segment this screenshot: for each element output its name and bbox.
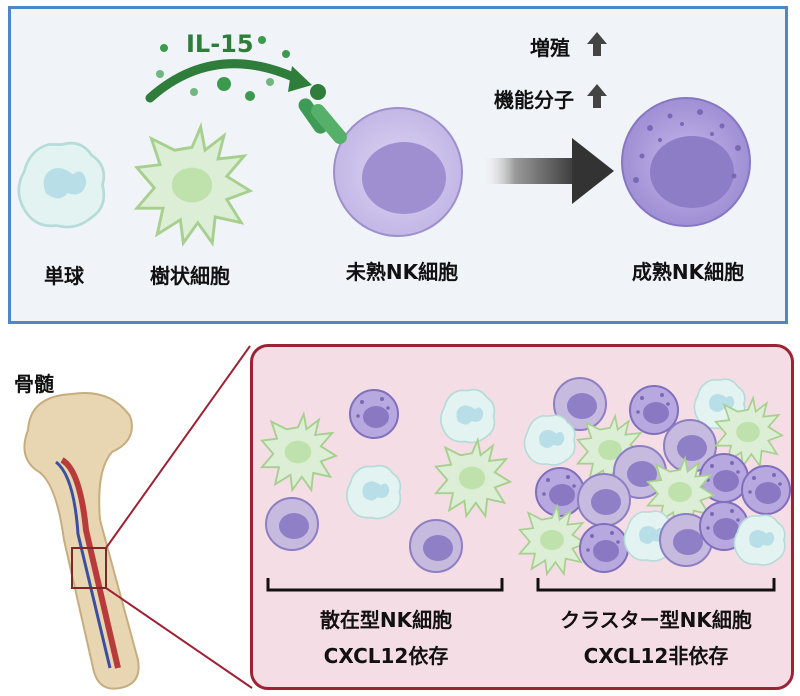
immature-nk-cell — [333, 107, 463, 237]
zoom-line-top — [105, 345, 251, 549]
zoom-line-bottom — [105, 587, 253, 689]
dendritic-cell-label: 樹状細胞 — [150, 264, 230, 288]
dispersed-cells — [260, 388, 511, 573]
il15-label: IL-15 — [186, 30, 254, 58]
dispersed-cxcl12-label: CXCL12依存 — [323, 644, 449, 668]
cluster-cells — [518, 377, 791, 575]
mature-nk-label: 成熟NK細胞 — [631, 260, 745, 284]
dispersed-nk-label: 散在型NK細胞 — [319, 608, 453, 632]
mature-nk-cell — [621, 97, 751, 227]
maturation-arrow — [480, 138, 614, 204]
monocyte-label: 単球 — [44, 264, 84, 288]
femur-bone — [23, 392, 140, 690]
dispersed-bracket — [266, 578, 504, 592]
bone-marrow-label: 骨髄 — [14, 372, 54, 396]
magnified-region — [71, 547, 107, 589]
il15-receptor — [298, 84, 347, 145]
il15-molecules — [156, 36, 290, 101]
function-molecules-label: 機能分子 — [494, 88, 574, 112]
function-up-arrow — [587, 84, 607, 108]
il15-arrowhead — [288, 66, 312, 92]
cluster-bracket — [536, 578, 776, 592]
cluster-cxcl12-label: CXCL12非依存 — [583, 644, 729, 668]
cluster-nk-label: クラスター型NK細胞 — [560, 608, 752, 632]
proliferation-label: 増殖 — [530, 36, 570, 60]
il15-arrow — [145, 59, 305, 103]
proliferation-up-arrow — [587, 32, 607, 56]
immature-nk-label: 未熟NK細胞 — [345, 260, 459, 284]
